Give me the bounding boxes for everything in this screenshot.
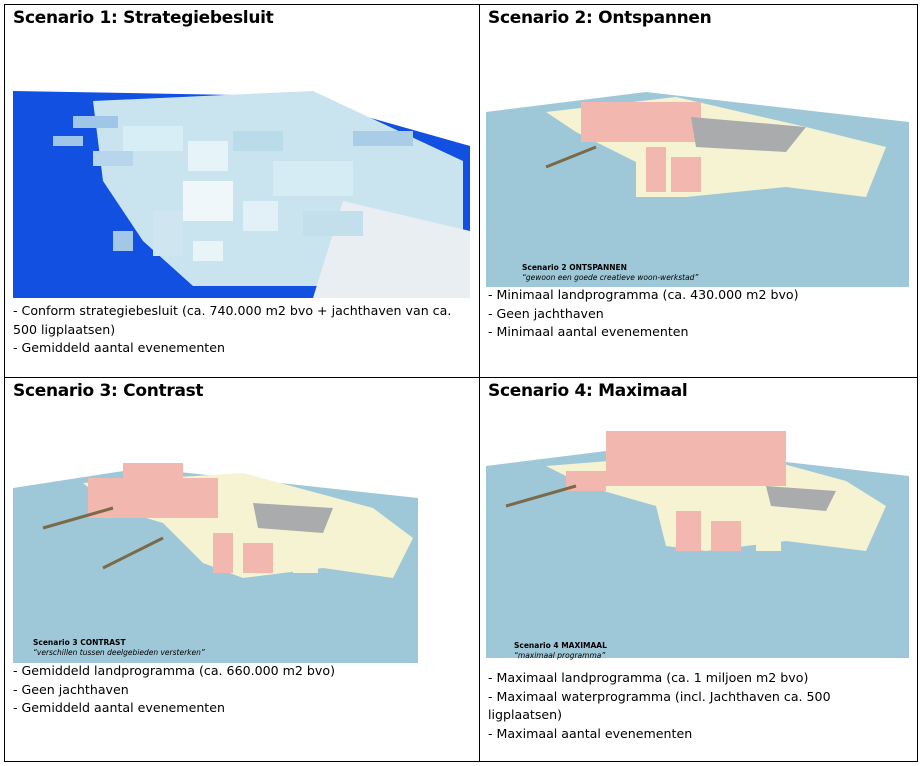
- bullet-item: - Minimaal landprogramma (ca. 430.000 m2…: [488, 287, 799, 302]
- scenario-3-bullets: - Gemiddeld landprogramma (ca. 660.000 m…: [13, 662, 335, 718]
- table-divider-horizontal: [5, 377, 917, 378]
- caption-title: Scenario 2 ONTSPANNEN: [522, 263, 627, 272]
- bullet-item: - Maximaal waterprogramma (incl. Jachtha…: [488, 688, 831, 704]
- scenario-4-caption: Scenario 4 MAXIMAAL “maximaal programma”: [514, 641, 607, 661]
- bullet-item: - Gemiddeld landprogramma (ca. 660.000 m…: [13, 663, 335, 678]
- bullet-item: - Conform strategiebesluit (ca. 740.000 …: [13, 303, 452, 318]
- scenario-table: Scenario 1: Strategiebesluit: [4, 4, 918, 762]
- caption-quote: “verschillen tussen deelgebieden verster…: [33, 648, 205, 657]
- caption-title: Scenario 3 CONTRAST: [33, 638, 126, 647]
- scenario-2-title: Scenario 2: Ontspannen: [488, 8, 712, 28]
- scenario-3-render: [13, 438, 418, 663]
- bullet-item: - Geen jachthaven: [488, 305, 604, 321]
- bullet-item: - Maximaal landprogramma (ca. 1 miljoen …: [488, 670, 809, 685]
- scenario-2-render: [486, 87, 909, 287]
- caption-quote: “gewoon een goede creatieve woon-werksta…: [522, 273, 699, 282]
- table-divider-vertical: [479, 5, 480, 761]
- bullet-item: - Maximaal aantal evenementen: [488, 725, 693, 741]
- scenario-2-cell: Scenario 2: Ontspannen Scenario 2 ONTSPA…: [480, 5, 917, 377]
- scenario-4-bullets: - Maximaal landprogramma (ca. 1 miljoen …: [488, 669, 831, 743]
- scenario-3-cell: Scenario 3: Contrast Scenario 3 CONTRAST…: [5, 378, 479, 763]
- scenario-1-render: [13, 91, 470, 298]
- scenario-1-bullets: - Conform strategiebesluit (ca. 740.000 …: [13, 302, 451, 358]
- scenario-3-caption: Scenario 3 CONTRAST “verschillen tussen …: [33, 638, 205, 658]
- bullet-item: - Gemiddeld aantal evenementen: [13, 700, 225, 715]
- caption-quote: “maximaal programma”: [514, 651, 606, 660]
- bullet-item: ligplaatsen): [488, 707, 563, 722]
- scenario-4-cell: Scenario 4: Maximaal Scenario 4 MAXIMAAL…: [480, 378, 917, 763]
- scenario-1-cell: Scenario 1: Strategiebesluit: [5, 5, 479, 377]
- bullet-item: - Gemiddeld aantal evenementen: [13, 340, 225, 355]
- scenario-2-caption: Scenario 2 ONTSPANNEN “gewoon een goede …: [522, 263, 698, 283]
- scenario-4-render: [486, 426, 909, 658]
- bullet-item: - Minimaal aantal evenementen: [488, 324, 689, 339]
- scenario-1-title: Scenario 1: Strategiebesluit: [13, 8, 274, 28]
- bullet-item: 500 ligplaatsen): [13, 321, 116, 337]
- bullet-item: - Geen jachthaven: [13, 681, 129, 697]
- scenario-4-title: Scenario 4: Maximaal: [488, 381, 688, 401]
- caption-title: Scenario 4 MAXIMAAL: [514, 641, 607, 650]
- scenario-3-title: Scenario 3: Contrast: [13, 381, 204, 401]
- scenario-2-bullets: - Minimaal landprogramma (ca. 430.000 m2…: [488, 286, 799, 342]
